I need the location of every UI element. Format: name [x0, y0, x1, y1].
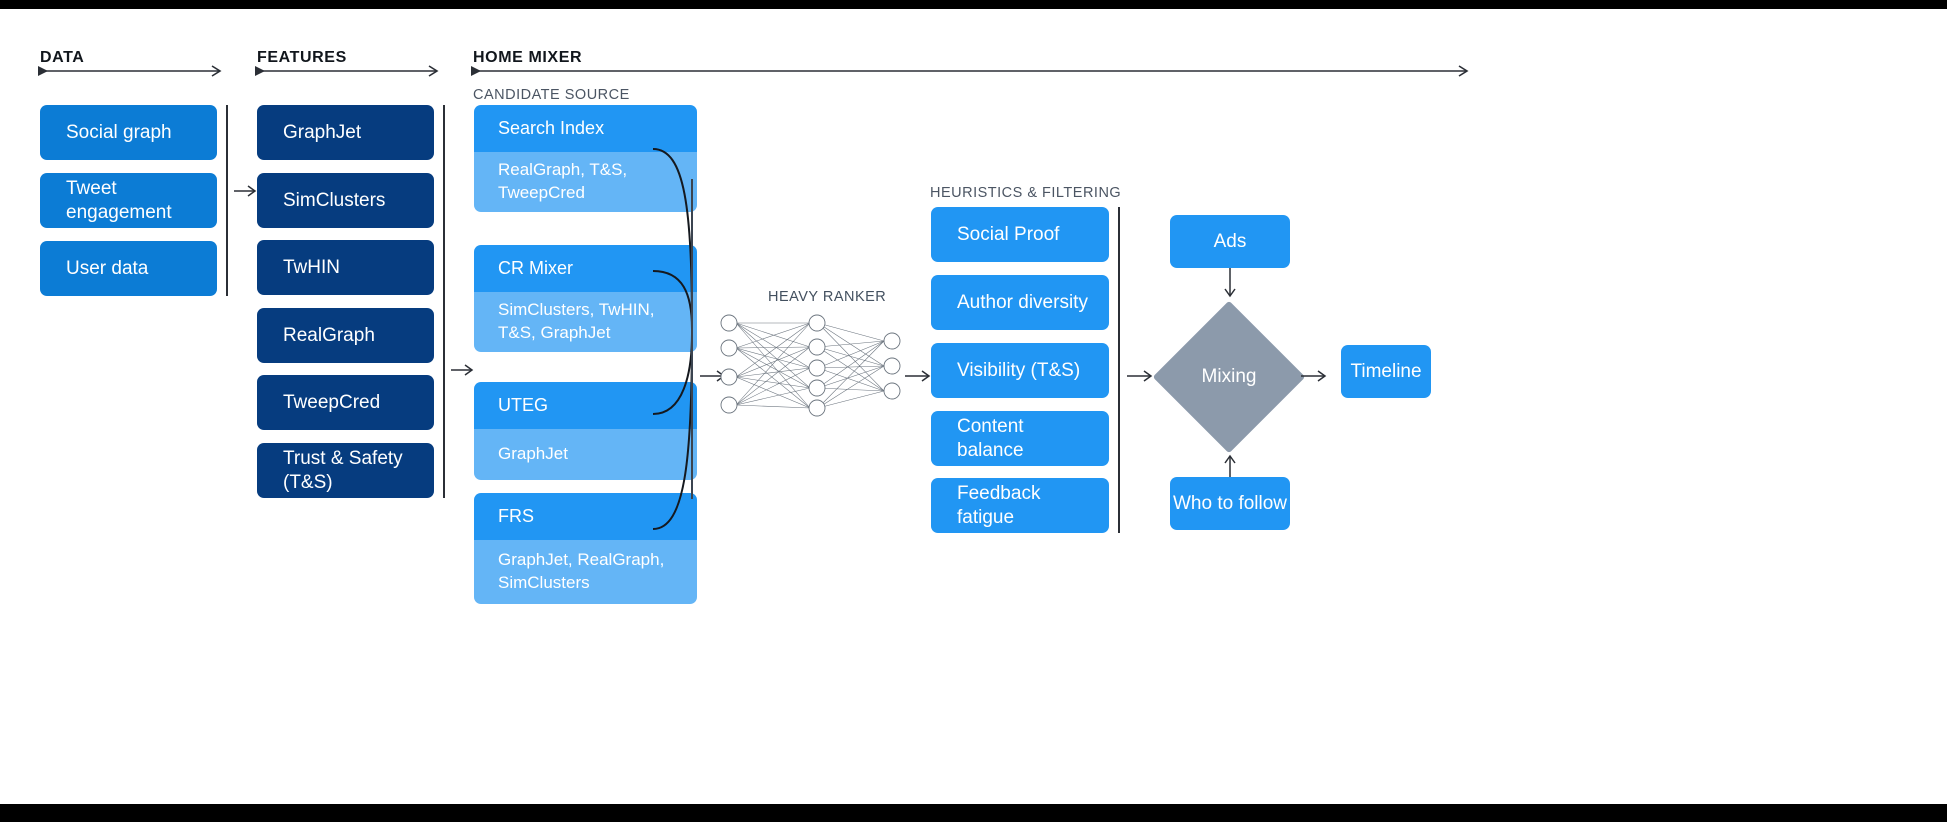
feature-box-tweepcred[interactable]: TweepCred — [257, 375, 434, 430]
heuristic-box-content-balance[interactable]: Content balance — [931, 411, 1109, 466]
feature-box-graphjet[interactable]: GraphJet — [257, 105, 434, 160]
output-box-ads[interactable]: Ads — [1170, 215, 1290, 268]
feature-box-label: TwHIN — [283, 256, 340, 278]
heuristic-box-visibility[interactable]: Visibility (T&S) — [931, 343, 1109, 398]
candidate-source-card-search-index[interactable]: Search Index RealGraph, T&S, TweepCred — [474, 105, 697, 212]
connector-ads-to-mixing — [1224, 268, 1236, 298]
feature-box-label: TweepCred — [283, 391, 381, 413]
candidate-source-card-frs[interactable]: FRS GraphJet, RealGraph, SimClusters — [474, 493, 697, 604]
heuristic-box-label: Visibility (T&S) — [957, 359, 1081, 381]
data-box-social-graph[interactable]: Social graph — [40, 105, 217, 160]
subheading-heavy-ranker: HEAVY RANKER — [768, 289, 887, 305]
feature-box-simclusters[interactable]: SimClusters — [257, 173, 434, 228]
heuristic-box-label: Content balance — [957, 415, 1024, 461]
candidate-source-name: FRS — [474, 493, 697, 540]
candidate-source-name: UTEG — [474, 382, 697, 429]
candidate-source-features: GraphJet, RealGraph, SimClusters — [474, 540, 697, 604]
feature-box-trust-and-safety[interactable]: Trust & Safety (T&S) — [257, 443, 434, 498]
candidate-source-merge-lines — [652, 148, 693, 530]
heuristic-box-feedback-fatigue[interactable]: Feedback fatigue — [931, 478, 1109, 533]
stage-header-features: FEATURES — [257, 49, 347, 66]
candidate-source-name: Search Index — [474, 105, 697, 152]
heavy-ranker-neural-network — [720, 314, 901, 417]
separator-data-features — [226, 105, 228, 296]
data-box-label: User data — [66, 257, 149, 279]
candidate-source-features: GraphJet — [474, 429, 697, 480]
feature-box-realgraph[interactable]: RealGraph — [257, 308, 434, 363]
data-box-label: Social graph — [66, 121, 172, 143]
separator-heuristics-output — [1118, 207, 1120, 533]
data-box-tweet-engagement[interactable]: Tweet engagement — [40, 173, 217, 228]
separator-features-home-mixer — [443, 105, 445, 498]
stage-arrow-data — [38, 65, 222, 77]
candidate-source-name: CR Mixer — [474, 245, 697, 292]
mixing-label: Mixing — [1201, 366, 1257, 387]
output-box-label: Who to follow — [1172, 492, 1288, 514]
output-box-who-to-follow[interactable]: Who to follow — [1170, 477, 1290, 530]
connector-features-to-candidate-source — [451, 364, 474, 376]
candidate-source-card-uteg[interactable]: UTEG GraphJet — [474, 382, 697, 480]
feature-box-label: RealGraph — [283, 324, 375, 346]
connector-data-to-features — [234, 185, 257, 197]
diagram-canvas: DATA FEATURES HOME MIXER CANDIDATE SOURC… — [0, 9, 1947, 804]
stage-header-data: DATA — [40, 49, 85, 66]
connector-mixing-to-timeline — [1301, 370, 1327, 382]
heuristic-box-author-diversity[interactable]: Author diversity — [931, 275, 1109, 330]
data-box-label: Tweet engagement — [66, 177, 172, 223]
feature-box-label: GraphJet — [283, 121, 362, 143]
data-box-user-data[interactable]: User data — [40, 241, 217, 296]
stage-arrow-features — [255, 65, 439, 77]
candidate-source-features: RealGraph, T&S, TweepCred — [474, 152, 697, 212]
heuristic-box-label: Social Proof — [957, 223, 1060, 245]
output-box-timeline[interactable]: Timeline — [1341, 345, 1431, 398]
heuristic-box-label: Feedback fatigue — [957, 482, 1041, 528]
subheading-heuristics: HEURISTICS & FILTERING — [930, 185, 1122, 201]
subheading-candidate-source: CANDIDATE SOURCE — [473, 87, 630, 103]
feature-box-twhin[interactable]: TwHIN — [257, 240, 434, 295]
heuristic-box-label: Author diversity — [957, 291, 1088, 313]
output-box-label: Ads — [1213, 230, 1247, 252]
heuristic-box-social-proof[interactable]: Social Proof — [931, 207, 1109, 262]
stage-header-home-mixer: HOME MIXER — [473, 49, 583, 66]
connector-heavy-ranker-to-heuristics — [905, 370, 931, 382]
feature-box-label: Trust & Safety (T&S) — [283, 447, 403, 493]
feature-box-label: SimClusters — [283, 189, 386, 211]
output-box-label: Timeline — [1350, 360, 1422, 382]
connector-heuristics-to-mixing — [1127, 370, 1153, 382]
candidate-source-features: SimClusters, TwHIN, T&S, GraphJet — [474, 292, 697, 352]
merge-bar — [691, 179, 693, 499]
stage-arrow-home-mixer — [471, 65, 1469, 77]
candidate-source-card-cr-mixer[interactable]: CR Mixer SimClusters, TwHIN, T&S, GraphJ… — [474, 245, 697, 352]
